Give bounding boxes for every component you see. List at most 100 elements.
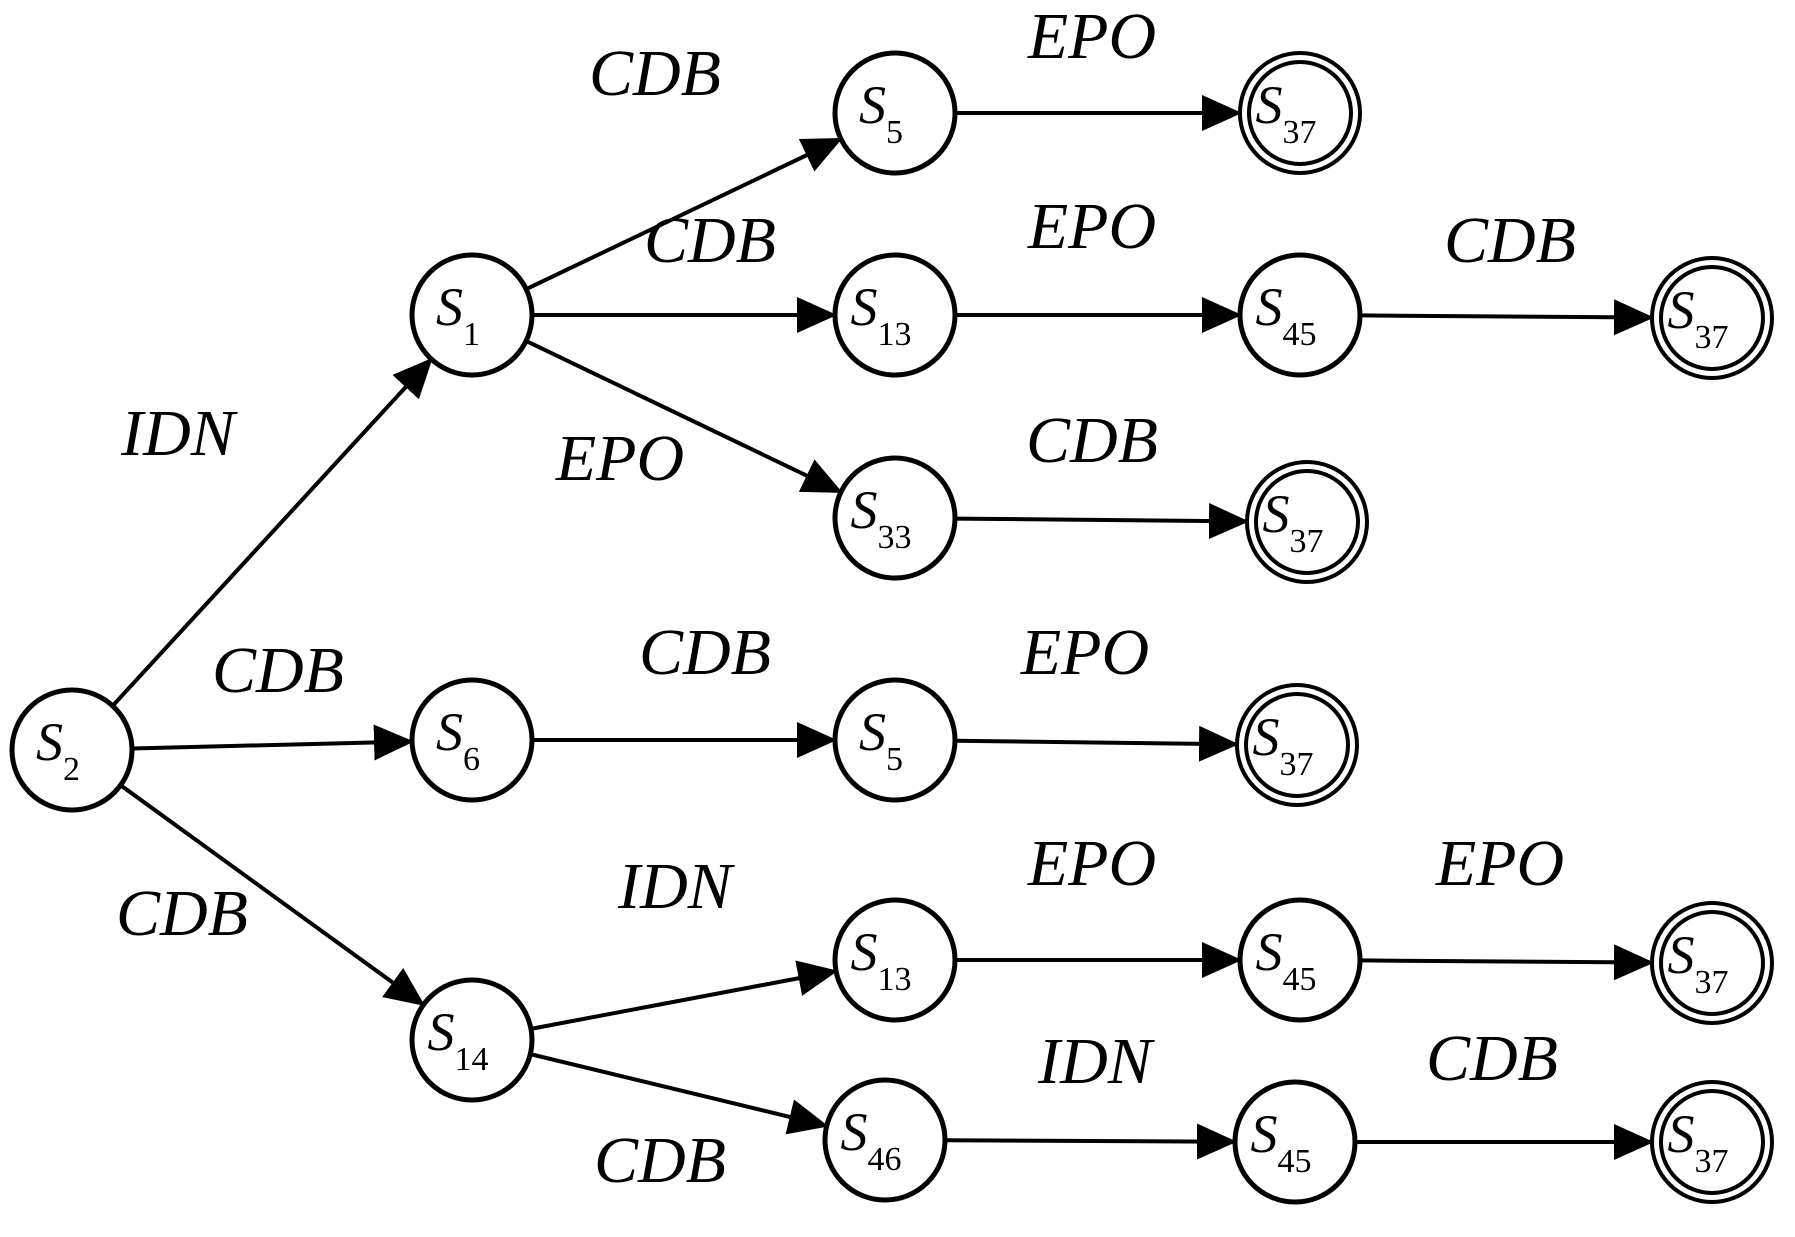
state-circle — [1237, 897, 1363, 1023]
accepting-state-node: S37 — [1235, 683, 1359, 807]
state-node: S5 — [832, 50, 958, 176]
transition-label: CDB — [594, 1124, 726, 1197]
transition-label: EPO — [1435, 827, 1564, 900]
transition-label: CDB — [644, 204, 776, 277]
transition-arrow — [954, 725, 1240, 762]
transition-arrow — [525, 339, 843, 493]
state-node: S2 — [9, 687, 135, 813]
state-circle — [822, 1077, 948, 1203]
state-circle — [1650, 901, 1774, 1025]
state-letter: S — [1253, 707, 1280, 767]
accepting-state-node: S37 — [1650, 901, 1774, 1025]
state-circle — [832, 50, 958, 176]
accepting-inner-circle — [1254, 469, 1360, 575]
state-name: S13 — [851, 922, 912, 998]
state-circle — [832, 455, 958, 581]
transition-label: EPO — [1027, 190, 1156, 263]
state-name: S13 — [851, 277, 912, 353]
state-circle — [1650, 1080, 1774, 1204]
transition-arrow — [119, 783, 426, 1006]
transition-label: CDB — [1026, 404, 1158, 477]
state-circle — [832, 677, 958, 803]
transition-label: CDB — [212, 634, 344, 707]
state-subscript: 13 — [878, 961, 912, 998]
state-circle — [832, 252, 958, 378]
state-node: S45 — [1237, 252, 1363, 378]
transition-label: CDB — [116, 877, 248, 950]
transition-arrow — [131, 724, 415, 761]
state-circle — [1237, 252, 1363, 378]
state-subscript: 14 — [455, 1041, 489, 1078]
transition-label: IDN — [617, 850, 736, 923]
state-name: S45 — [1251, 1104, 1312, 1180]
accepting-state-node: S37 — [1238, 51, 1362, 175]
state-name: S37 — [1263, 484, 1324, 560]
transition-arrow — [529, 1052, 829, 1135]
state-subscript: 1 — [463, 316, 480, 353]
accepting-state-node: S37 — [1650, 1080, 1774, 1204]
state-letter: S — [1668, 1104, 1695, 1164]
state-letter: S — [36, 712, 63, 772]
transition-arrow — [530, 960, 839, 1031]
state-circle — [409, 977, 535, 1103]
transition-label: IDN — [120, 397, 239, 470]
transition-label: EPO — [555, 422, 684, 495]
state-subscript: 37 — [1695, 1143, 1729, 1180]
state-letter: S — [1263, 484, 1290, 544]
state-letter: S — [1668, 925, 1695, 985]
state-name: S14 — [428, 1002, 489, 1078]
state-circle — [1232, 1079, 1358, 1205]
state-name: S6 — [436, 702, 480, 778]
transition-label: EPO — [1020, 616, 1149, 689]
state-circle — [9, 687, 135, 813]
state-node: S46 — [822, 1077, 948, 1203]
transition-label: IDN — [1037, 1025, 1156, 1098]
state-subscript: 37 — [1280, 746, 1314, 783]
state-letter: S — [1256, 922, 1283, 982]
state-letter: S — [1256, 75, 1283, 135]
transition-label: CDB — [1444, 204, 1576, 277]
state-name: S37 — [1668, 1104, 1729, 1180]
state-subscript: 45 — [1278, 1143, 1312, 1180]
state-subscript: 5 — [886, 114, 903, 151]
state-letter: S — [1256, 277, 1283, 337]
state-subscript: 37 — [1290, 523, 1324, 560]
state-node: S45 — [1237, 897, 1363, 1023]
accepting-inner-circle — [1659, 910, 1765, 1016]
transition-label: CDB — [589, 37, 721, 110]
state-node: S45 — [1232, 1079, 1358, 1205]
state-letter: S — [841, 1102, 868, 1162]
state-node: S14 — [409, 977, 535, 1103]
state-letter: S — [851, 922, 878, 982]
state-name: S33 — [851, 480, 912, 556]
state-name: S37 — [1668, 280, 1729, 356]
state-node: S33 — [832, 455, 958, 581]
state-node: S1 — [409, 252, 535, 378]
state-circle — [1650, 256, 1774, 380]
state-letter: S — [436, 702, 463, 762]
state-name: S2 — [36, 712, 80, 788]
state-name: S37 — [1256, 75, 1317, 151]
transition-label: CDB — [639, 616, 771, 689]
state-letter: S — [859, 75, 886, 135]
state-letter: S — [1251, 1104, 1278, 1164]
state-name: S37 — [1668, 925, 1729, 1001]
state-circle — [409, 677, 535, 803]
state-node: S13 — [832, 252, 958, 378]
transition-arrow — [525, 137, 843, 291]
state-letter: S — [1668, 280, 1695, 340]
transition-arrow — [111, 357, 433, 708]
state-circle — [1235, 683, 1359, 807]
accepting-inner-circle — [1659, 1089, 1765, 1195]
transition-arrow — [1359, 944, 1655, 981]
state-circle — [1238, 51, 1362, 175]
accepting-state-node: S37 — [1650, 256, 1774, 380]
state-circle — [832, 897, 958, 1023]
state-node: S5 — [832, 677, 958, 803]
state-name: S45 — [1256, 922, 1317, 998]
state-subscript: 6 — [463, 741, 480, 778]
state-subscript: 46 — [868, 1141, 902, 1178]
state-subscript: 13 — [878, 316, 912, 353]
accepting-inner-circle — [1659, 265, 1765, 371]
